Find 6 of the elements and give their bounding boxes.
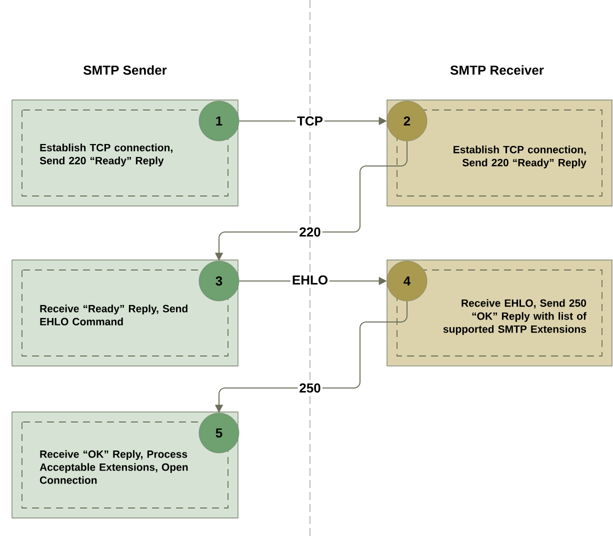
edge-label: 250 <box>298 382 322 394</box>
column-heading: SMTP Receiver <box>450 65 544 75</box>
column-heading: SMTP Sender <box>83 65 167 75</box>
edge-label: EHLO <box>290 274 330 286</box>
edge-label: 220 <box>298 226 322 238</box>
edge-label: TCP <box>296 114 324 128</box>
